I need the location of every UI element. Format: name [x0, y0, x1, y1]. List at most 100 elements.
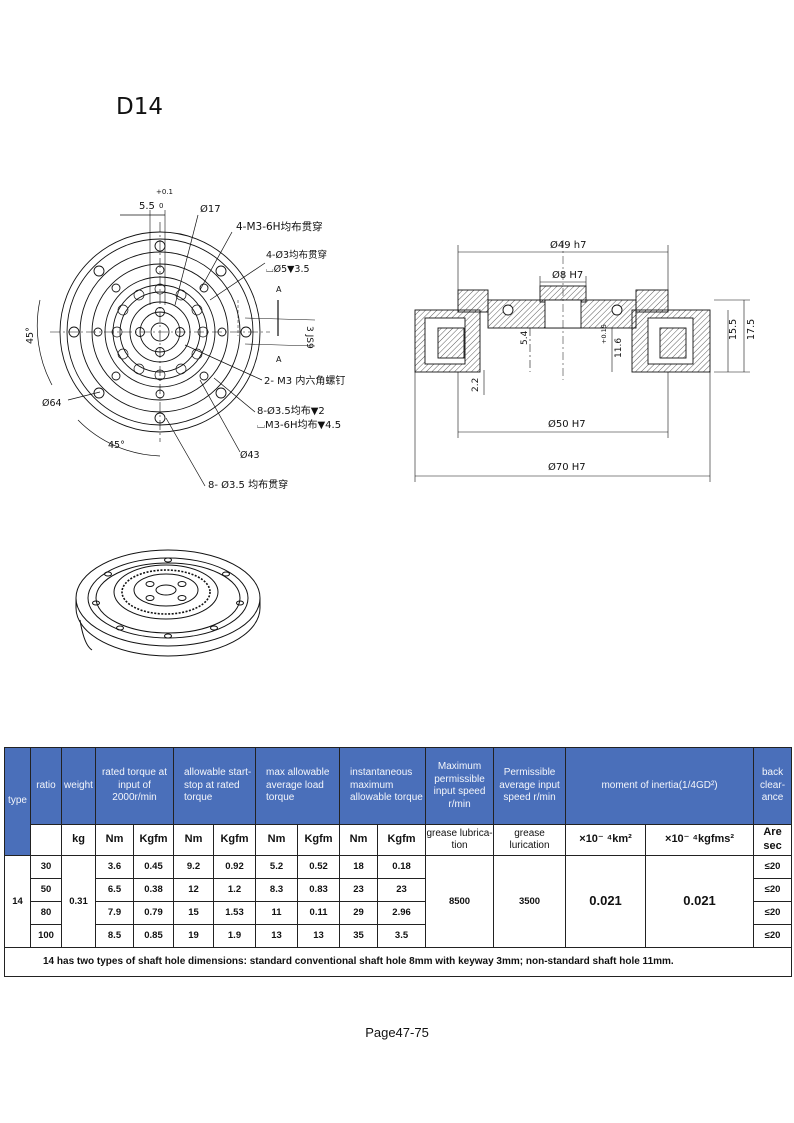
label-2m3: 2- M3 内六角螺钉	[264, 374, 345, 387]
unit-nm: Nm	[95, 824, 134, 856]
cell: 0.85	[133, 924, 174, 948]
header-type: type	[4, 747, 31, 856]
cell: 0.38	[133, 878, 174, 902]
table-row: 14 30 0.31 3.6 0.45 9.2 0.92 5.2 0.52 18…	[4, 855, 793, 948]
svg-text:5.4: 5.4	[520, 330, 530, 345]
unit-grease: grease lubrica-tion	[425, 824, 495, 856]
svg-text:+0.15: +0.15	[600, 324, 608, 344]
cell: 23	[339, 878, 379, 902]
cell: 13	[297, 924, 341, 948]
unit-kgfm: Kgfm	[377, 824, 427, 856]
unit-kgfm: Kgfm	[212, 824, 257, 856]
angle-45-bottom: 45°	[108, 440, 125, 451]
cell-inertia1: 0.021	[565, 855, 647, 948]
unit-inertia-kgfms2: ×10⁻ ⁴kgfms²	[645, 824, 755, 856]
dim-phi8: Ø8 H7	[552, 269, 583, 281]
spec-table: type ratio weight rated torque at input …	[3, 747, 793, 977]
cell: 3.6	[95, 855, 134, 879]
dim-phi17: Ø17	[200, 203, 221, 215]
front-view-labels: 5.5 +0.1 0 Ø17 4-M3-6H均布贯穿 4-Ø3均布贯穿 ⌴Ø5▼…	[25, 188, 345, 491]
section-labels: Ø49 h7 Ø8 H7 5.4 11.6 +0.15 15.5 17.5 2.…	[471, 239, 757, 473]
svg-text:A: A	[276, 285, 282, 294]
cell-type: 14	[4, 855, 31, 948]
table-note-row: 14 has two types of shaft hole dimension…	[3, 947, 793, 977]
unit-nm: Nm	[173, 824, 214, 856]
table-note: 14 has two types of shaft hole dimension…	[3, 947, 793, 977]
page-number: Page47-75	[365, 1025, 429, 1040]
header-backlash: back clear-ance	[753, 747, 793, 825]
cell: 19	[173, 924, 214, 948]
unit-grease: grease lurication	[493, 824, 567, 856]
cell: 11	[255, 901, 299, 925]
cell-ratio: 80	[30, 901, 62, 925]
cell: 0.45	[133, 855, 174, 879]
cell-max-speed: 8500	[425, 855, 495, 948]
table-row: 50 6.5 0.38 12 1.2 8.3 0.83 23 23 ≤20	[5, 878, 793, 902]
cell: 35	[339, 924, 379, 948]
header-rated-torque: rated torque at input of 2000r/min	[95, 747, 174, 825]
cell: 0.79	[133, 901, 174, 925]
cell: 7.9	[95, 901, 134, 925]
section-dims	[414, 245, 750, 482]
header-weight: weight	[61, 747, 96, 825]
cell-backlash: ≤20	[753, 924, 793, 948]
unit-kgfm: Kgfm	[297, 824, 341, 856]
cell-backlash: ≤20	[753, 901, 793, 925]
label-8phi35-thru: 8- Ø3.5 均布贯穿	[208, 478, 288, 491]
svg-text:0: 0	[159, 202, 163, 210]
cell-inertia2: 0.021	[645, 855, 755, 948]
cell: 6.5	[95, 878, 134, 902]
unit-arcsec: Are sec	[753, 824, 793, 856]
unit-nm: Nm	[255, 824, 299, 856]
cell: 12	[173, 878, 214, 902]
cell: 13	[255, 924, 299, 948]
unit-kgfm: Kgfm	[133, 824, 174, 856]
header-avg-speed: Permissible average input speed r/min	[493, 747, 567, 825]
cell-backlash: ≤20	[753, 878, 793, 902]
header-inertia: moment of inertia(1/4GD²)	[565, 747, 755, 825]
dim-phi64: Ø64	[42, 398, 62, 409]
label-4phi3: 4-Ø3均布贯穿	[266, 249, 327, 261]
svg-text:11.6: 11.6	[614, 338, 624, 358]
cell-avg-speed: 3500	[493, 855, 567, 948]
cell: 1.2	[212, 878, 257, 902]
cell: 0.52	[297, 855, 341, 879]
dim-phi50: Ø50 H7	[548, 418, 586, 430]
cell: 0.18	[377, 855, 427, 879]
table-row: 100 8.5 0.85 19 1.9 13 13 35 3.5 ≤20	[5, 924, 793, 948]
cell: 23	[377, 878, 427, 902]
header-allowable: allowable start-stop at rated torque	[172, 747, 257, 825]
section-view	[414, 240, 711, 380]
unit-ratio-blank	[30, 824, 62, 856]
technical-drawing: 5.5 +0.1 0 Ø17 4-M3-6H均布贯穿 4-Ø3均布贯穿 ⌴Ø5▼…	[25, 188, 757, 657]
cell-weight: 0.31	[61, 855, 96, 948]
cell: 5.2	[255, 855, 299, 879]
dim-55: 5.5	[139, 201, 155, 212]
cell-ratio: 30	[30, 855, 62, 879]
svg-text:⌴M3-6H均布▼4.5: ⌴M3-6H均布▼4.5	[257, 419, 341, 431]
cell: 0.11	[297, 901, 341, 925]
header-max-speed: Maximum permissible input speed r/min	[425, 747, 495, 825]
dim-phi70: Ø70 H7	[548, 461, 586, 473]
svg-text:A: A	[276, 355, 282, 364]
header-max-allow: max allowable average load torque	[255, 747, 341, 825]
cell-backlash: ≤20	[753, 855, 793, 879]
cell: 9.2	[173, 855, 214, 879]
svg-text:⌴Ø5▼3.5: ⌴Ø5▼3.5	[266, 264, 310, 275]
cell: 18	[339, 855, 379, 879]
header-ratio: ratio	[30, 747, 62, 825]
isometric-view	[75, 549, 261, 657]
table-row: 80 7.9 0.79 15 1.53 11 0.11 29 2.96 ≤20	[5, 901, 793, 925]
unit-nm: Nm	[339, 824, 379, 856]
cell-ratio: 50	[30, 878, 62, 902]
cell: 0.83	[297, 878, 341, 902]
label-8phi35: 8-Ø3.5均布▼2	[257, 405, 325, 417]
unit-weight: kg	[61, 824, 96, 856]
dim-phi49: Ø49 h7	[550, 239, 586, 251]
cell: 8.5	[95, 924, 134, 948]
dim-phi43: Ø43	[240, 450, 260, 461]
page-title: D14	[116, 94, 163, 120]
cell: 3.5	[377, 924, 427, 948]
label-4m3: 4-M3-6H均布贯穿	[236, 220, 323, 233]
cell: 1.9	[212, 924, 257, 948]
